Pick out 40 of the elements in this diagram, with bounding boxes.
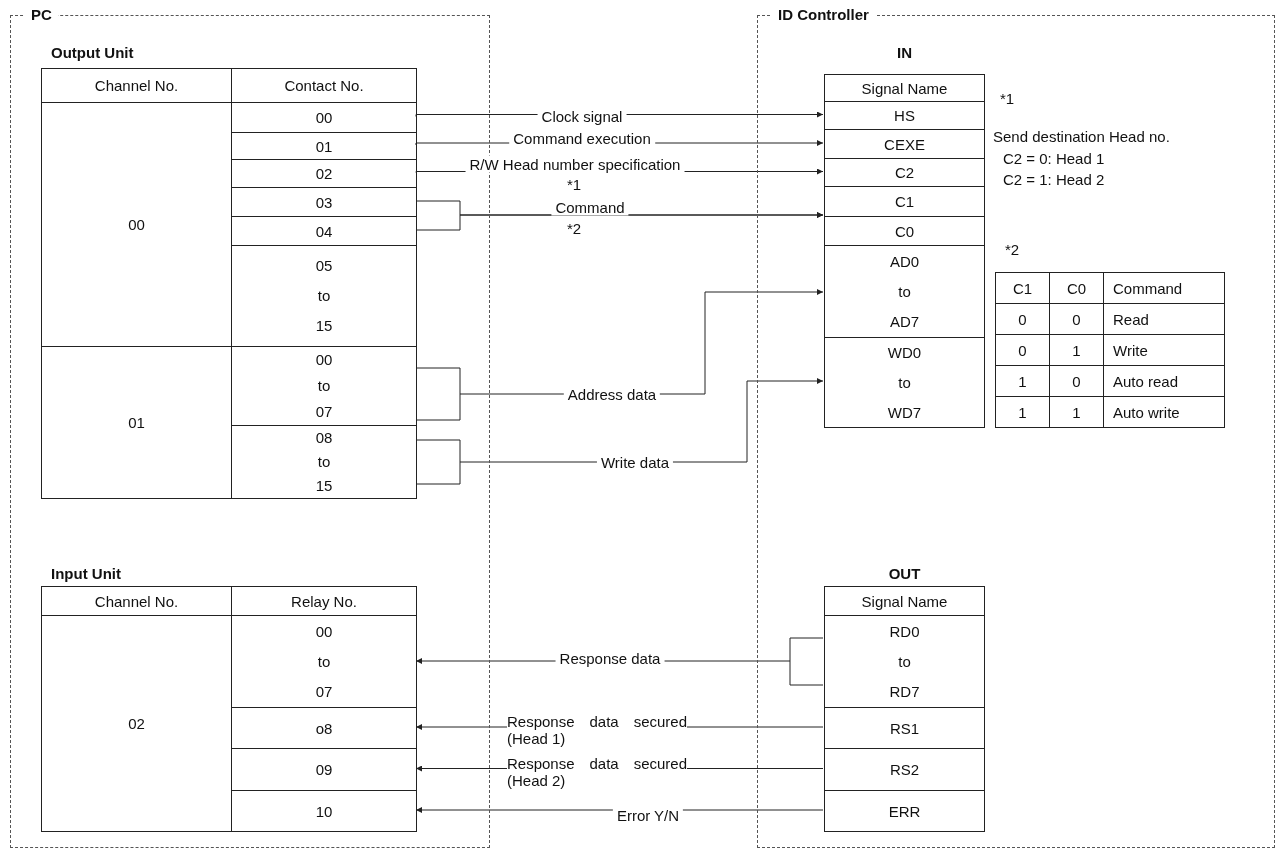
- table-cell: Auto write: [1103, 396, 1225, 428]
- table-cell: Contact No.: [231, 68, 417, 103]
- note-text: C2 = 0: Head 1: [1003, 150, 1105, 168]
- table-cell: RD0 to RD7: [824, 615, 985, 708]
- table-cell: Signal Name: [824, 74, 985, 102]
- table-cell: WD0 to WD7: [824, 337, 985, 428]
- table-cell: Relay No.: [231, 586, 417, 616]
- table-cell: C2: [824, 158, 985, 187]
- table-cell: CEXE: [824, 129, 985, 159]
- table-cell: Channel No.: [41, 586, 232, 616]
- table-cell: 08 to 15: [231, 425, 417, 499]
- footnote-mark: *1: [567, 176, 582, 194]
- edge-label: Response data secured (Head 1): [507, 713, 687, 747]
- table-cell: Command: [1103, 272, 1225, 304]
- table-cell: RS2: [824, 748, 985, 791]
- table-cell: Signal Name: [824, 586, 985, 616]
- table-heading: Output Unit: [51, 43, 134, 63]
- note-text: Send destination Head no.: [993, 128, 1170, 146]
- table-heading: OUT: [887, 564, 922, 584]
- table-cell: 02: [41, 615, 232, 832]
- table-heading: Input Unit: [51, 564, 121, 584]
- table-cell: RS1: [824, 707, 985, 749]
- table-cell: C0: [824, 216, 985, 246]
- table-cell: ERR: [824, 790, 985, 832]
- table-cell: 01: [41, 346, 232, 499]
- table-heading: IN: [896, 43, 913, 63]
- edge-label: Error Y/N: [612, 806, 684, 824]
- edge-label: R/W Head number specification: [465, 155, 685, 173]
- footnote-mark: *1: [1000, 90, 1015, 108]
- table-cell: AD0 to AD7: [824, 245, 985, 338]
- table-cell: 10: [231, 790, 417, 832]
- edge-label: Response data secured (Head 2): [507, 755, 687, 789]
- footnote-mark: *2: [567, 220, 582, 238]
- note-text: C2 = 1: Head 2: [1003, 171, 1105, 189]
- table-cell: C1: [995, 272, 1050, 304]
- table-cell: 1: [995, 396, 1050, 428]
- table-cell: Channel No.: [41, 68, 232, 103]
- table-cell: HS: [824, 101, 985, 130]
- footnote-mark: *2: [1005, 241, 1020, 259]
- table-cell: C1: [824, 186, 985, 217]
